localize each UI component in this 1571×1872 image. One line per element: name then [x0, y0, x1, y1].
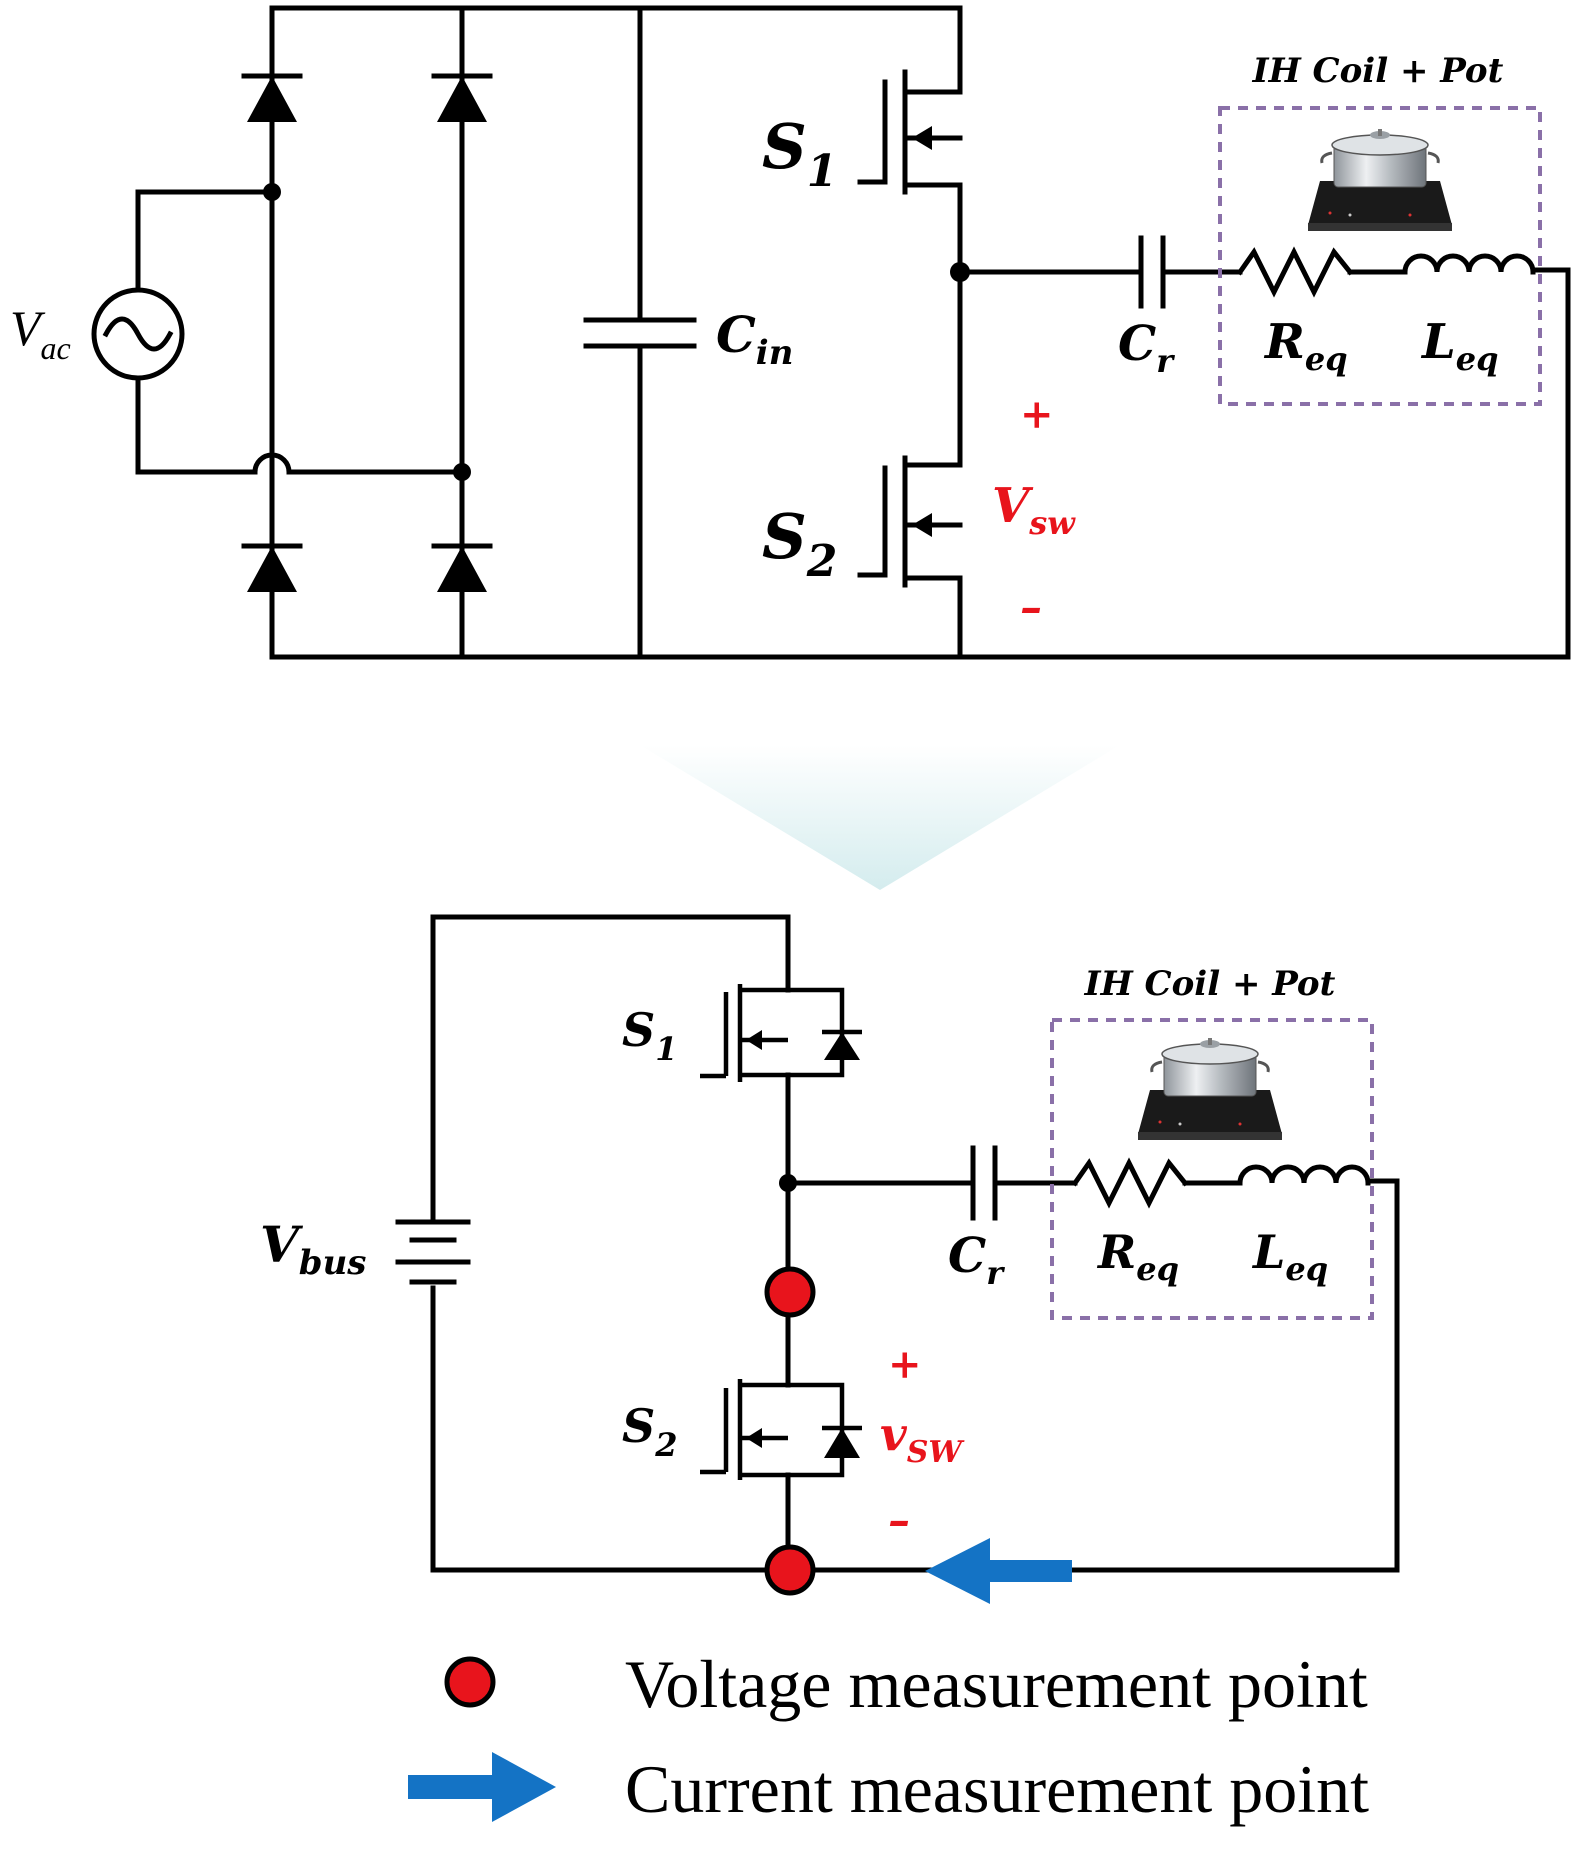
legend-current-arrow-icon	[408, 1752, 556, 1822]
bridge-diode-3-icon	[241, 543, 303, 592]
bottom-cr-label: Cr	[948, 1228, 1005, 1292]
top-s2-label: S2	[762, 500, 837, 587]
bottom-s2-mosfet-icon	[700, 1379, 788, 1480]
bottom-req-resistor-icon	[1071, 1157, 1189, 1209]
bottom-vsw-plus: +	[888, 1341, 922, 1388]
legend-voltage-dot-icon	[444, 1656, 496, 1708]
cin-label: Cin	[716, 305, 793, 373]
bottom-ih-box	[1050, 1018, 1374, 1320]
top-wire-bottom	[269, 267, 1571, 660]
top-junction-right	[453, 463, 471, 481]
bridge-diode-2-icon	[431, 73, 493, 122]
top-source-label: Vac	[10, 300, 71, 366]
bottom-cr-capacitor-icon	[970, 1145, 998, 1221]
cin-capacitor-icon	[583, 317, 697, 349]
top-s1-label: S1	[762, 110, 837, 197]
bridge-diode-1-icon	[241, 73, 303, 122]
top-s2-mosfet-icon	[857, 455, 963, 588]
bottom-ih-box-title: IH Coil + Pot	[1084, 964, 1336, 1004]
bottom-req-label: Req	[1096, 1225, 1179, 1288]
voltage-measurement-dot-bottom	[764, 1544, 816, 1596]
bottom-leq-inductor-icon	[1237, 1164, 1371, 1186]
top-vsw-minus: –	[1020, 582, 1042, 633]
legend-current-label: Current measurement point	[625, 1751, 1369, 1827]
bottom-s1-diode-icon	[788, 987, 862, 1078]
top-s1-mosfet-icon	[857, 69, 963, 195]
top-wire-source-lower	[135, 375, 465, 475]
top-cr-capacitor-icon	[1138, 235, 1166, 309]
top-leq-label: Leq	[1420, 314, 1498, 378]
bridge-diode-4-icon	[431, 543, 493, 592]
bottom-s2-diode-icon	[788, 1382, 862, 1478]
bottom-wire-bottom	[430, 1178, 1400, 1573]
top-wire-top	[269, 5, 963, 95]
bottom-s2-label: S2	[622, 1399, 678, 1464]
legend: Voltage measurement point Current measur…	[408, 1646, 1369, 1827]
bottom-vsw-minus: –	[888, 1495, 910, 1546]
bottom-circuit: Vbus S1	[260, 914, 1400, 1604]
bottom-s1-mosfet-icon	[700, 984, 788, 1082]
transition-arrow	[640, 745, 1120, 890]
top-leq-inductor-icon	[1402, 253, 1536, 275]
bottom-vsw-label: vSW	[880, 1407, 965, 1470]
bottom-leq-label: Leq	[1251, 1225, 1328, 1288]
top-req-label: Req	[1263, 314, 1348, 378]
legend-voltage-label: Voltage measurement point	[625, 1646, 1368, 1722]
top-wire-source-upper	[135, 189, 275, 293]
bus-battery-icon	[395, 1219, 471, 1285]
ac-source-icon	[91, 287, 185, 381]
top-cr-label: Cr	[1118, 316, 1175, 380]
top-req-resistor-icon	[1236, 246, 1354, 298]
top-pot-icon	[1306, 127, 1454, 233]
top-vsw-label: Vsw	[992, 478, 1076, 542]
top-ih-box	[1218, 106, 1542, 406]
bottom-source-label: Vbus	[260, 1215, 366, 1283]
top-ih-box-title: IH Coil + Pot	[1252, 51, 1504, 91]
bottom-wire-top	[430, 914, 791, 1221]
bottom-s1-label: S1	[622, 1003, 678, 1068]
top-junction-left	[263, 183, 281, 201]
current-measurement-arrow-icon	[925, 1538, 1072, 1604]
bottom-pot-icon	[1136, 1036, 1284, 1142]
top-vsw-plus: +	[1020, 391, 1054, 438]
top-circuit: Vac Cin	[10, 5, 1571, 660]
voltage-measurement-dot-mid	[764, 1266, 816, 1318]
